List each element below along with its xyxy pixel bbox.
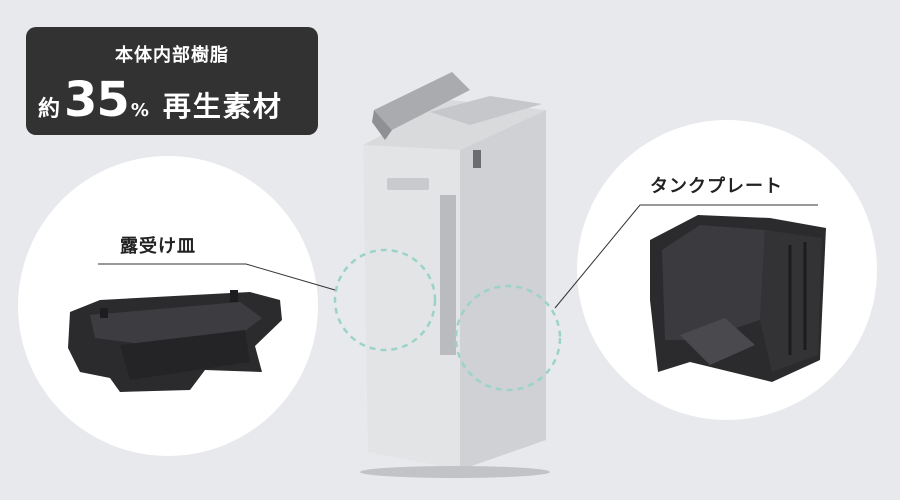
recycled-material-badge: 本体内部樹脂 約 35 % 再生素材 [26,27,318,135]
dehumidifier-image [360,72,550,478]
tank-plate-part-image [650,215,826,382]
drip-tray-leader-line [98,263,336,291]
tank-plate-leader-line [554,204,818,309]
badge-stat-line: 約 35 % 再生素材 [38,72,283,128]
drip-tray-label: 露受け皿 [120,236,196,257]
drip-tray-part-image [68,290,282,392]
tank-plate-label: タンクプレート [650,176,783,197]
badge-prefix: 約 [38,97,61,122]
badge-suffix: 再生素材 [162,90,283,123]
badge-percentage-value: 35 [64,72,130,128]
badge-percent-sign: % [130,100,149,121]
drip-tray-highlight-circle [333,248,437,352]
tank-plate-highlight-circle [454,284,562,392]
badge-heading: 本体内部樹脂 [115,45,229,66]
